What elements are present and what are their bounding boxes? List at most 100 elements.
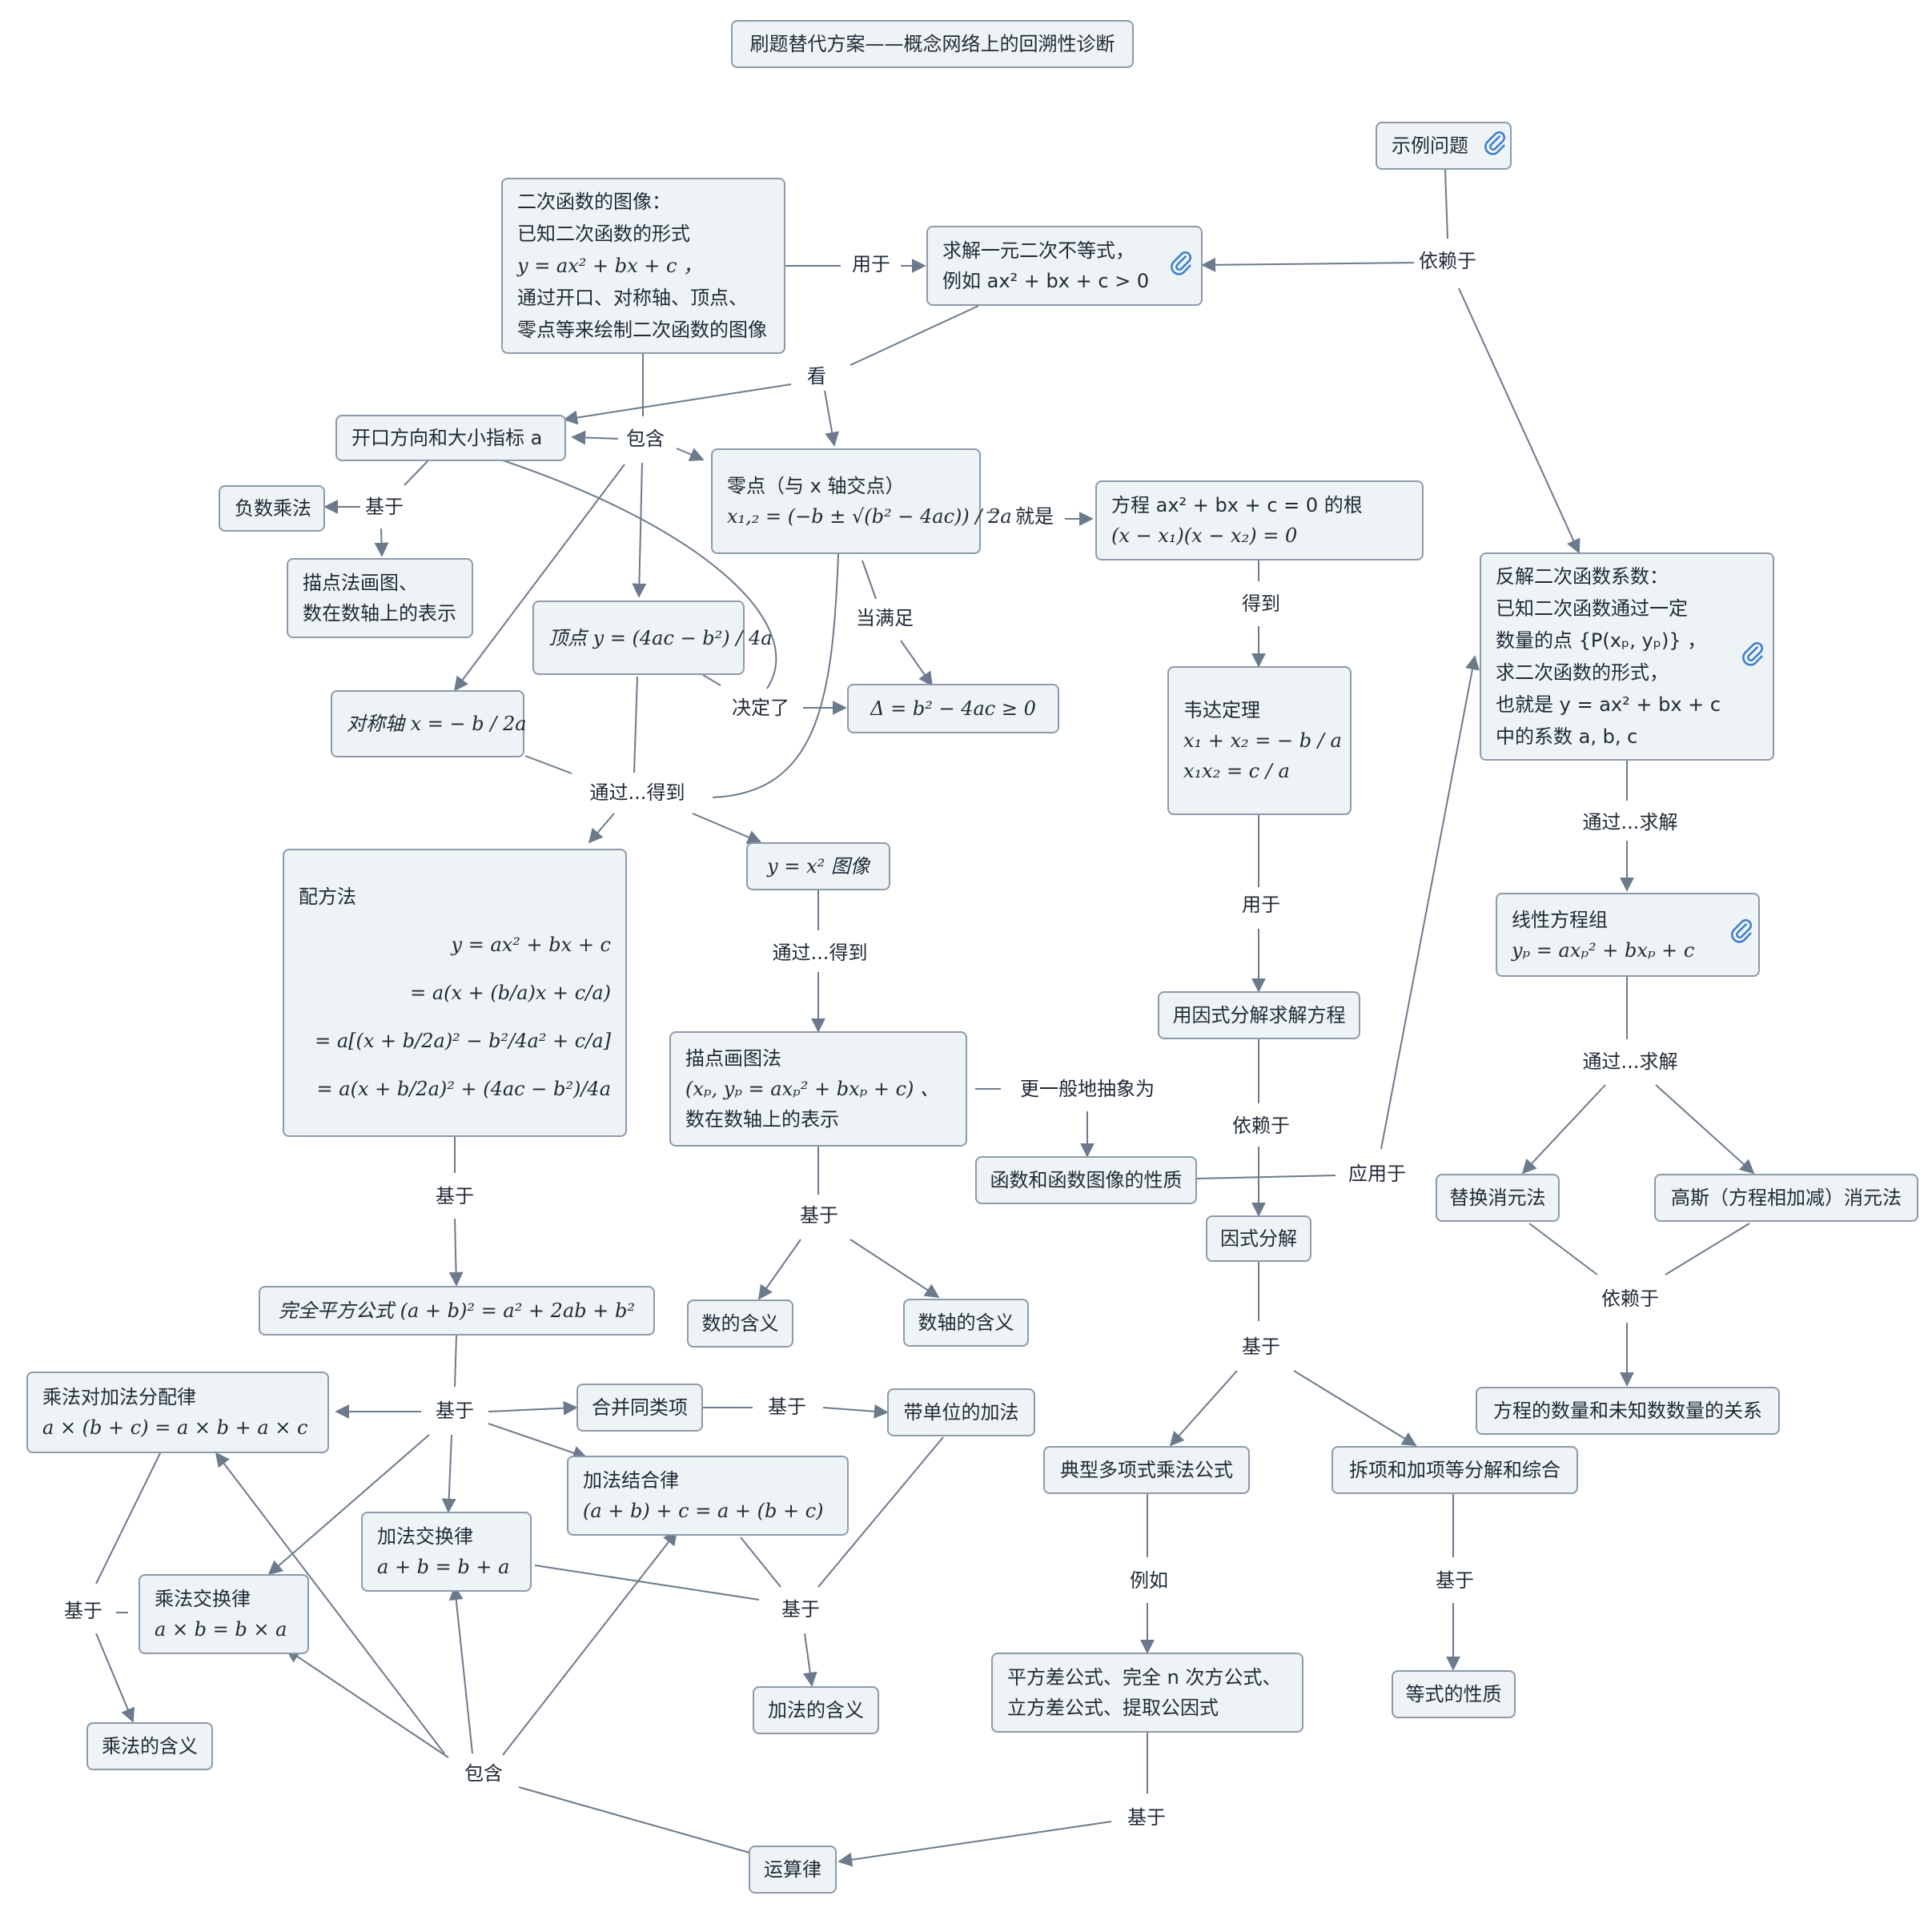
edge-label: 基于 [1431, 1567, 1479, 1594]
edge [837, 1821, 1112, 1867]
node-split-terms[interactable]: 拆项和加项等分解和综合 [1332, 1446, 1578, 1494]
node-zeros-line: x₁,₂ = (−b ± √(b² − 4ac)) / 2a [727, 505, 1012, 528]
node-gauss-elimination[interactable]: 高斯（方程相加减）消元法 [1654, 1174, 1918, 1222]
node-completing-square[interactable]: 配方法 y = ax² + bx + c = a(x + (b/a)x + c/… [283, 849, 627, 1137]
node-inverse-coefficients[interactable]: 反解二次函数系数： 已知二次函数通过一定 数量的点 {P(xₚ, yₚ)} ， … [1480, 552, 1774, 761]
node-substitution[interactable]: 替换消元法 [1436, 1174, 1560, 1222]
edge-label: 用于 [847, 251, 895, 278]
edge [1458, 287, 1581, 554]
node-operation-laws[interactable]: 运算律 [749, 1846, 837, 1894]
node-completing-square-line: = a(x + (b/a)x + c/a) [410, 982, 611, 1004]
node-mul-commutative-line: a × b = b × a [155, 1618, 287, 1641]
node-plotting-method-line: (xₚ, yₚ = axₚ² + bxₚ + c) 、 [685, 1078, 940, 1100]
node-quadratic-graph-line: y = ax² + bx + c ， [517, 255, 703, 277]
node-equation-roots[interactable]: 方程 ax² + bx + c = 0 的根 (x − x₁)(x − x₂) … [1095, 480, 1424, 560]
edge [563, 384, 792, 425]
node-zeros-line: 零点（与 x 轴交点） [727, 475, 905, 497]
edge [850, 1239, 940, 1298]
node-associative-law[interactable]: 加法结合律 (a + b) + c = a + (b + c) [567, 1456, 849, 1536]
node-quadratic-inequality[interactable]: 求解一元二次不等式， 例如 ax² + bx + c > 0 [926, 226, 1203, 306]
node-factor-solve[interactable]: 用因式分解求解方程 [1158, 991, 1360, 1039]
edge-label: 基于 [795, 1202, 843, 1229]
edge [453, 464, 625, 692]
node-quadratic-graph-line: 零点等来绘制二次函数的图像 [517, 319, 767, 341]
node-distributive-law[interactable]: 乘法对加法分配律 a × (b + c) = a × b + a × c [26, 1372, 329, 1453]
node-add-commutative[interactable]: 加法交换律 a + b = b + a [361, 1512, 532, 1592]
node-typical-formulas[interactable]: 典型多项式乘法公式 [1043, 1446, 1250, 1494]
node-combine-like-terms[interactable]: 合并同类项 [576, 1384, 703, 1432]
edge [488, 1423, 588, 1460]
node-discriminant[interactable]: Δ = b² − 4ac ≥ 0 [847, 684, 1059, 733]
node-equality-properties[interactable]: 等式的性质 [1392, 1670, 1516, 1718]
node-factorization[interactable]: 因式分解 [1206, 1215, 1311, 1262]
node-plot-and-number-line[interactable]: 描点法画图、 数在数轴上的表示 [287, 558, 473, 638]
edge [1528, 1223, 1598, 1275]
edge [502, 1530, 678, 1756]
node-quadratic-inequality-line: 求解一元二次不等式， [942, 239, 1135, 262]
node-plotting-method-line: 数在数轴上的表示 [685, 1108, 839, 1131]
edge [712, 553, 839, 798]
node-equality-properties-text: 等式的性质 [1405, 1683, 1502, 1705]
node-inverse-coefficients-line: 已知二次函数通过一定 [1496, 597, 1688, 620]
node-plotting-method[interactable]: 描点画图法 (xₚ, yₚ = axₚ² + bxₚ + c) 、 数在数轴上的… [669, 1031, 967, 1147]
node-multiplication-meaning-text: 乘法的含义 [102, 1735, 198, 1757]
node-vieta[interactable]: 韦达定理 x₁ + x₂ = − b / a x₁x₂ = c / a [1167, 666, 1352, 815]
edge [404, 460, 429, 486]
node-perfect-square[interactable]: 完全平方公式 (a + b)² = a² + 2ab + b² [259, 1286, 655, 1336]
node-completing-square-line: = a[(x + b/2a)² − b²/4a² + c/a] [315, 1030, 611, 1052]
node-example-problem[interactable]: 示例问题 [1376, 122, 1512, 170]
node-multiplication-meaning[interactable]: 乘法的含义 [86, 1722, 213, 1770]
node-quadratic-inequality-line: 例如 ax² + bx + c > 0 [942, 270, 1150, 292]
node-vertex-text: 顶点 y = (4ac − b²) / 4a [548, 626, 773, 649]
paperclip-icon[interactable] [1728, 918, 1755, 945]
node-y-x2-graph[interactable]: y = x² 图像 [746, 842, 890, 890]
edge-label: 通过...求解 [1577, 809, 1683, 836]
edge-label: 包含 [460, 1760, 508, 1787]
node-equation-count[interactable]: 方程的数量和未知数数量的关系 [1476, 1387, 1780, 1435]
node-addition-meaning-text: 加法的含义 [768, 1699, 864, 1721]
edge [1655, 1084, 1755, 1175]
node-linear-system[interactable]: 线性方程组 yₚ = axₚ² + bxₚ + c [1496, 893, 1760, 977]
edge-label: 基于 [431, 1397, 479, 1424]
edge [1196, 1175, 1336, 1179]
edge-label: 依赖于 [1597, 1285, 1664, 1312]
node-inverse-coefficients-line: 中的系数 a, b, c [1496, 725, 1638, 748]
edge [862, 560, 877, 600]
node-formula-examples[interactable]: 平方差公式、完全 n 次方公式、 立方差公式、提取公因式 [991, 1653, 1303, 1733]
node-distributive-law-line: a × (b + c) = a × b + a × c [42, 1416, 308, 1439]
edge [518, 1786, 753, 1854]
edge [1665, 1223, 1750, 1275]
node-function-properties[interactable]: 函数和函数图像的性质 [975, 1156, 1197, 1204]
edge [676, 448, 705, 461]
node-addition-meaning[interactable]: 加法的含义 [753, 1686, 879, 1734]
edge-label: 通过...得到 [584, 779, 690, 806]
node-inverse-coefficients-line: 求二次函数的形式， [1496, 661, 1669, 684]
node-zeros[interactable]: 零点（与 x 轴交点） x₁,₂ = (−b ± √(b² − 4ac)) / … [711, 448, 1012, 554]
edge [441, 1434, 456, 1513]
edge [1201, 257, 1418, 272]
paperclip-icon[interactable] [1167, 250, 1195, 277]
edge-label: 基于 [360, 493, 408, 520]
node-unit-addition[interactable]: 带单位的加法 [887, 1388, 1035, 1436]
edge [900, 640, 934, 687]
node-quadratic-graph-line: 二次函数的图像： [517, 191, 671, 213]
edge-label: 更一般地抽象为 [1015, 1075, 1159, 1103]
edge [1169, 1370, 1238, 1447]
diagram-title-text: 刷题替代方案——概念网络上的回溯性诊断 [749, 33, 1115, 55]
paperclip-icon[interactable] [1481, 130, 1508, 157]
node-opening-direction[interactable]: 开口方向和大小指标 a [335, 415, 566, 461]
node-symmetry-axis[interactable]: 对称轴 x = − b / 2a [331, 690, 527, 757]
node-mul-commutative[interactable]: 乘法交换律 a × b = b × a [139, 1574, 309, 1654]
paperclip-icon[interactable] [1739, 641, 1766, 668]
edge [632, 462, 647, 598]
node-vertex[interactable]: 顶点 y = (4ac − b²) / 4a [532, 601, 773, 675]
node-number-meaning[interactable]: 数的含义 [687, 1299, 793, 1348]
edge [1293, 1370, 1417, 1446]
node-number-line-meaning[interactable]: 数轴的含义 [903, 1299, 1029, 1347]
node-quadratic-graph[interactable]: 二次函数的图像： 已知二次函数的形式 y = ax² + bx + c ， 通过… [501, 178, 785, 354]
node-formula-examples-line: 平方差公式、完全 n 次方公式、 [1007, 1666, 1282, 1689]
node-perfect-square-text: 完全平方公式 (a + b)² = a² + 2ab + b² [279, 1299, 635, 1322]
node-negative-multiplication[interactable]: 负数乘法 [219, 485, 325, 532]
